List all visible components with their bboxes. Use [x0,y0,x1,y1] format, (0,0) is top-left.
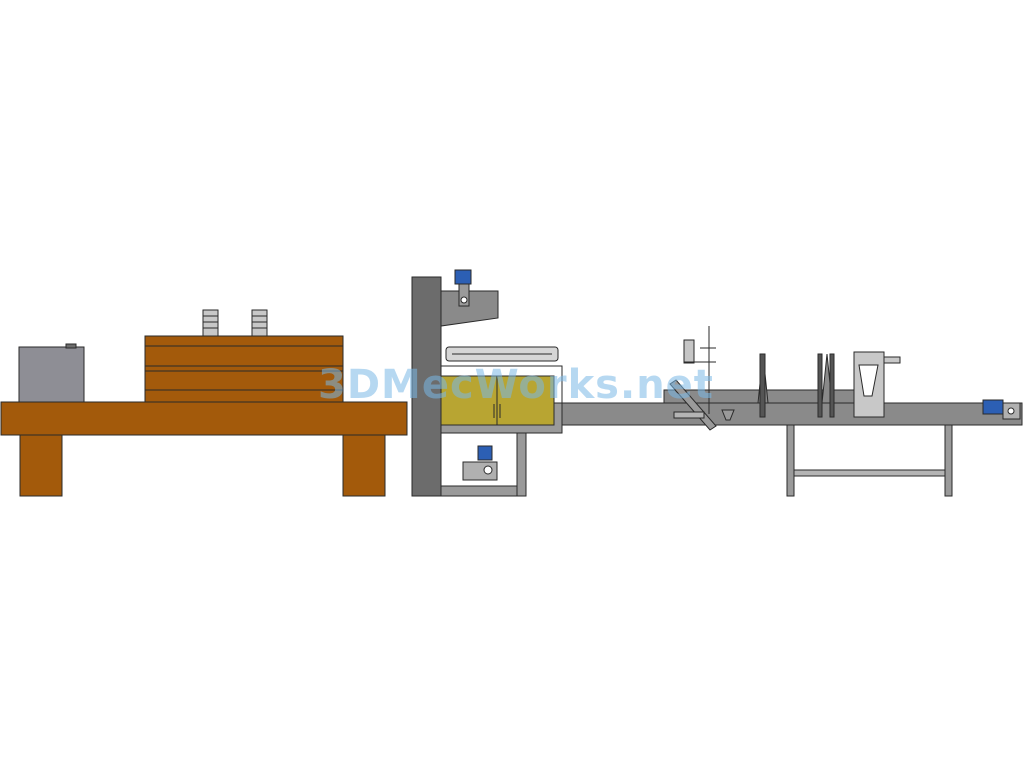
pusher-window [858,364,879,397]
film-post [683,339,695,364]
motor-icon [982,399,1021,420]
sealer-upper-arm [440,290,499,327]
conveyor-leg [786,424,795,497]
infeed-conveyor [561,326,1023,497]
motor-icon [454,269,472,307]
lower-frame-base [440,485,527,497]
cabinet-icon [18,346,85,403]
tunnel-base [0,401,408,436]
control-box [18,343,85,403]
fan-motor-icon [251,309,268,337]
side-guide-post [829,353,835,418]
tunnel-body [144,335,344,403]
fan-motor-icon [202,309,219,337]
pusher-rod [883,356,901,364]
sealing-station [411,269,563,497]
side-guide-post [817,353,823,418]
conveyor-crossbar [793,469,946,477]
shrink-tunnel [0,309,408,497]
side-guide-post [759,353,766,418]
conveyor-leg [944,424,953,497]
tunnel-leg-right [342,433,386,497]
guide-clamp [721,409,735,421]
watermark-text: 3DMecWorks.net [318,362,714,408]
tunnel-leg-left [19,433,63,497]
lower-frame-post [516,432,527,497]
guide-bracket [673,411,705,419]
motor-icon [462,445,498,481]
sealer-upright [411,276,442,497]
cabinet-handle [65,343,77,349]
